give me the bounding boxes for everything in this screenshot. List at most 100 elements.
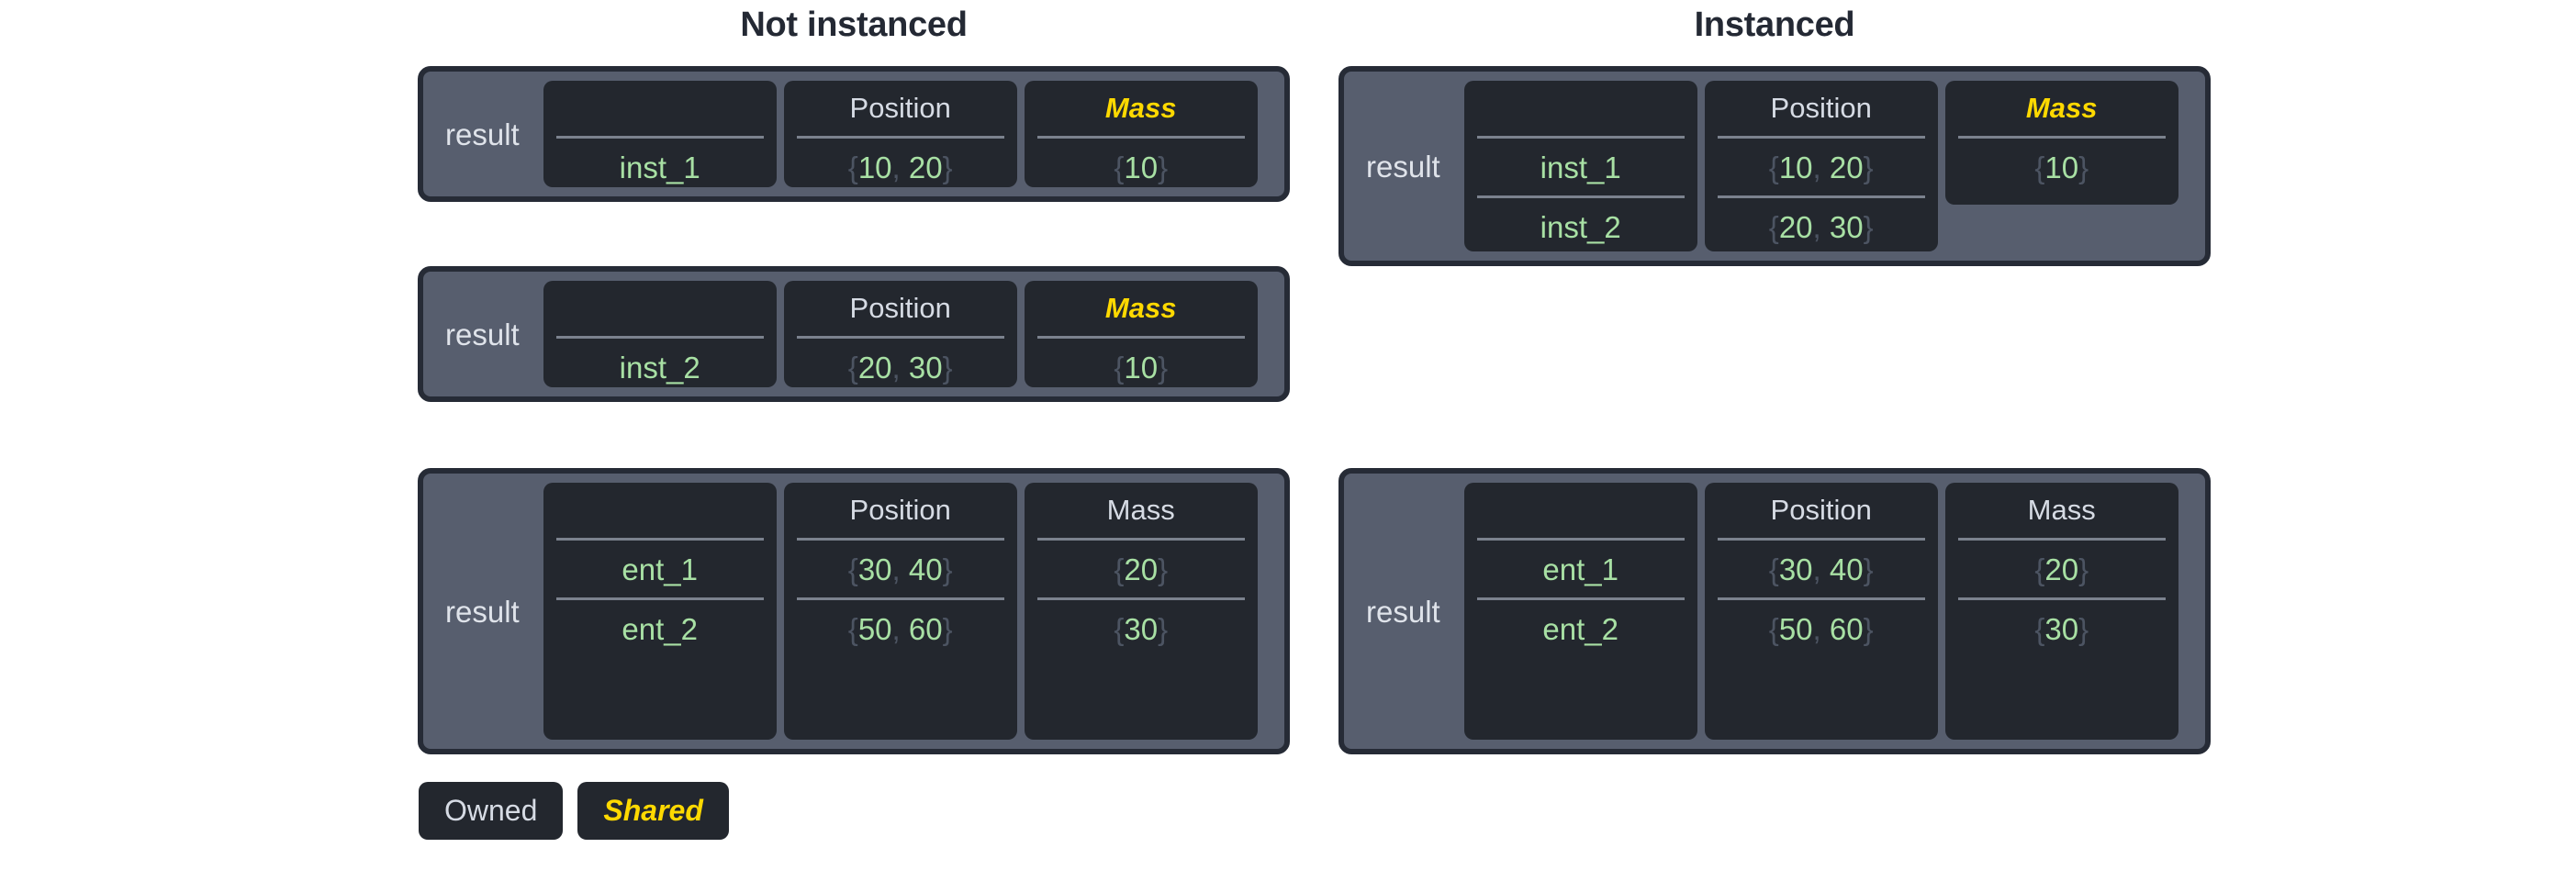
- component-column-mass: Mass {20} {30}: [1944, 483, 2178, 740]
- cell-name: ent_1: [555, 538, 764, 597]
- cell-position: {20, 30}: [796, 336, 1004, 396]
- column-header-name: [556, 488, 764, 538]
- position-y: 40: [908, 552, 943, 586]
- mass-value: 20: [1124, 552, 1159, 586]
- position-y: 30: [908, 351, 943, 385]
- cell-name: inst_2: [1476, 195, 1685, 255]
- entity-label: result: [445, 117, 520, 151]
- brace-close: }: [1863, 612, 1874, 647]
- position-y: 20: [908, 151, 943, 184]
- brace-open: {: [1114, 351, 1125, 385]
- component-column-mass-shared: Mass {10}: [1944, 81, 2178, 206]
- position-x: 20: [857, 351, 892, 385]
- entity-label: result: [445, 594, 520, 629]
- column-header-position: Position: [1770, 92, 1872, 124]
- legend-chip-shared: Shared: [577, 782, 729, 841]
- position-x: 50: [857, 612, 892, 647]
- component-column-mass: Mass {20} {30}: [1024, 483, 1258, 740]
- column-header-name: [556, 86, 764, 136]
- component-column-mass: Mass {10}: [1024, 81, 1258, 187]
- entity-panel-entities-right: result ent_1 ent_2 Position {30, 40} {50…: [1338, 468, 2211, 754]
- entity-label: result: [1366, 594, 1440, 629]
- mass-value: 20: [2044, 552, 2079, 586]
- column-header-mass: Mass: [1104, 92, 1177, 124]
- column-header-name: [556, 286, 764, 336]
- brace-close: }: [942, 612, 953, 647]
- legend-chip-owned: Owned: [419, 782, 564, 841]
- cell-position: {50, 60}: [796, 597, 1004, 657]
- entity-label: result: [445, 317, 520, 351]
- brace-close: }: [942, 552, 953, 586]
- brace-close: }: [942, 351, 953, 385]
- brace-open: {: [1114, 151, 1125, 184]
- column-header-name: [1477, 488, 1685, 538]
- position-y: 60: [908, 612, 943, 647]
- brace-open: {: [1114, 552, 1125, 586]
- cell-position: {20, 30}: [1717, 195, 1925, 255]
- component-columns: ent_1 ent_2 Position {30, 40} {50, 60} M…: [1463, 483, 2196, 740]
- position-comma: ,: [1812, 210, 1821, 245]
- position-x: 30: [857, 552, 892, 586]
- group-title-not-instanced: Not instanced: [740, 6, 968, 44]
- position-x: 10: [857, 151, 892, 184]
- cell-mass: {20}: [1036, 538, 1245, 597]
- column-header-position: Position: [849, 494, 951, 526]
- cell-name: inst_2: [555, 336, 764, 396]
- position-y: 30: [1829, 210, 1864, 245]
- mass-value: 10: [2044, 151, 2079, 184]
- cell-mass: {20}: [1957, 538, 2166, 597]
- cell-name: ent_2: [555, 597, 764, 657]
- legend: Owned Shared: [419, 782, 729, 841]
- component-column-name: ent_1 ent_2: [1463, 483, 1697, 740]
- component-column-name: inst_1 inst_2: [1463, 81, 1697, 251]
- position-x: 50: [1778, 612, 1813, 647]
- brace-open: {: [1768, 210, 1779, 245]
- brace-close: }: [1158, 351, 1169, 385]
- component-column-position: Position {30, 40} {50, 60}: [783, 483, 1017, 740]
- entity-panel-inst-2: result inst_2 Position {20, 30} Mass {10…: [418, 266, 1290, 402]
- entity-panel-entities-left: result ent_1 ent_2 Position {30, 40} {50…: [418, 468, 1290, 754]
- position-comma: ,: [1812, 151, 1821, 184]
- brace-open: {: [847, 612, 858, 647]
- column-header-mass: Mass: [1104, 292, 1177, 324]
- mass-value: 10: [1124, 351, 1159, 385]
- brace-open: {: [2034, 612, 2045, 647]
- cell-position: {30, 40}: [796, 538, 1004, 597]
- brace-open: {: [1768, 552, 1779, 586]
- position-x: 30: [1778, 552, 1813, 586]
- brace-close: }: [2078, 552, 2089, 586]
- component-column-position: Position {10, 20} {20, 30}: [1704, 81, 1938, 251]
- component-column-position: Position {20, 30}: [783, 281, 1017, 387]
- brace-close: }: [1863, 552, 1874, 586]
- position-comma: ,: [1812, 552, 1821, 586]
- column-header-position: Position: [1770, 494, 1872, 526]
- column-header-mass: Mass: [1106, 494, 1175, 526]
- brace-close: }: [2078, 151, 2089, 184]
- cell-mass: {10}: [1036, 136, 1245, 195]
- brace-close: }: [1863, 151, 1874, 184]
- component-column-name: inst_2: [543, 281, 777, 387]
- component-column-position: Position {10, 20}: [783, 81, 1017, 187]
- cell-position: {10, 20}: [1717, 136, 1925, 195]
- cell-name: inst_1: [1476, 136, 1685, 195]
- mass-value: 30: [1124, 612, 1159, 647]
- position-y: 20: [1829, 151, 1864, 184]
- cell-position: {50, 60}: [1717, 597, 1925, 657]
- component-columns: inst_2 Position {20, 30} Mass {10}: [543, 281, 1275, 387]
- brace-close: }: [1158, 612, 1169, 647]
- position-comma: ,: [891, 351, 901, 385]
- brace-open: {: [847, 151, 858, 184]
- brace-open: {: [1768, 151, 1779, 184]
- cell-mass: {10}: [1036, 336, 1245, 396]
- group-title-instanced: Instanced: [1694, 6, 1855, 44]
- component-column-mass: Mass {10}: [1024, 281, 1258, 387]
- brace-close: }: [942, 151, 953, 184]
- position-y: 60: [1829, 612, 1864, 647]
- column-header-name: [1477, 86, 1685, 136]
- brace-close: }: [2078, 612, 2089, 647]
- component-columns: ent_1 ent_2 Position {30, 40} {50, 60} M…: [543, 483, 1275, 740]
- component-column-name: inst_1: [543, 81, 777, 187]
- position-comma: ,: [891, 552, 901, 586]
- cell-mass: {30}: [1957, 597, 2166, 657]
